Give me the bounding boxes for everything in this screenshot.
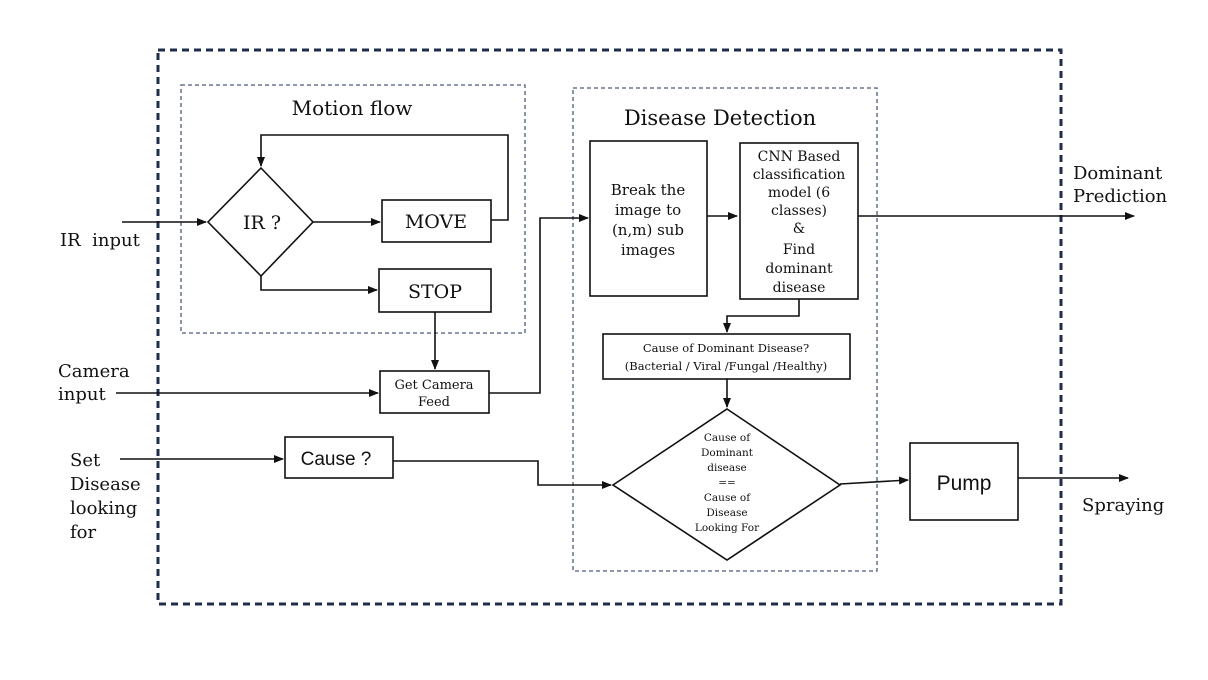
compare-label-5: Cause of — [704, 492, 751, 504]
move-loop-back-arrow — [257, 134, 509, 221]
compare-label-7: Looking For — [695, 522, 760, 534]
motion-flow-group — [180, 84, 526, 334]
cnn-model-box — [739, 142, 859, 300]
set-disease-label-4: for — [70, 522, 96, 543]
cnn-to-cause-query-arrow — [723, 299, 800, 333]
compare-label-1: Cause of — [704, 432, 751, 444]
compare-to-pump-arrow — [839, 476, 909, 485]
cause-to-compare-arrow — [393, 460, 612, 489]
ir-input-label: IR input — [60, 230, 141, 251]
spraying-label: Spraying — [1082, 495, 1164, 516]
compare-label-6: Disease — [706, 507, 747, 519]
cause-query-box — [602, 333, 851, 380]
set-disease-label-1: Set — [70, 450, 101, 471]
cnn-label-8: disease — [773, 280, 826, 296]
dominant-prediction-label-1: Dominant — [1073, 163, 1163, 184]
cnn-label-1: CNN Based — [758, 149, 841, 165]
break-image-label-3: (n,m) sub — [612, 221, 684, 239]
set-disease-label-2: Disease — [70, 474, 141, 495]
cnn-label-5: & — [793, 221, 805, 237]
get-camera-feed-box — [379, 370, 490, 414]
compare-label-3: disease — [707, 462, 747, 474]
cnn-label-7: dominant — [765, 261, 833, 277]
cause-label: Cause ? — [301, 449, 372, 470]
ir-decision-label: IR ? — [243, 212, 281, 234]
stop-label: STOP — [408, 281, 462, 303]
cause-box — [284, 436, 394, 479]
cnn-label-6: Find — [783, 242, 815, 258]
dominant-prediction-label-2: Prediction — [1073, 186, 1168, 207]
get-camera-feed-label-2: Feed — [418, 395, 450, 410]
get-camera-feed-label-1: Get Camera — [394, 378, 473, 393]
cnn-label-3: model (6 — [768, 185, 830, 201]
set-disease-label-3: looking — [70, 498, 137, 519]
pump-box — [909, 442, 1019, 521]
compare-label-2: Dominant — [701, 447, 754, 459]
break-image-box — [589, 140, 708, 297]
move-label: MOVE — [405, 211, 467, 233]
compare-diamond — [611, 408, 842, 561]
break-image-label-1: Break the — [611, 181, 686, 199]
compare-label-4: == — [718, 477, 736, 489]
ir-to-stop-arrow — [260, 276, 378, 294]
disease-detection-title: Disease Detection — [624, 106, 816, 130]
pump-label: Pump — [937, 472, 992, 495]
cause-query-label-1: Cause of Dominant Disease? — [643, 341, 809, 355]
cause-query-label-2: (Bacterial / Viral /Fungal /Healthy) — [625, 359, 828, 373]
cnn-label-4: classes) — [771, 203, 827, 219]
stop-box — [378, 268, 492, 313]
camera-feed-to-break-arrow — [489, 214, 589, 394]
camera-input-label-1: Camera — [58, 361, 130, 382]
disease-detection-group — [572, 87, 878, 572]
cnn-label-2: classification — [753, 167, 846, 183]
camera-input-label-2: input — [58, 384, 106, 405]
break-image-label-2: image to — [615, 201, 681, 219]
move-box — [381, 199, 492, 243]
motion-flow-title: Motion flow — [292, 96, 413, 120]
system-boundary — [156, 48, 1063, 606]
break-image-label-4: images — [621, 241, 675, 259]
